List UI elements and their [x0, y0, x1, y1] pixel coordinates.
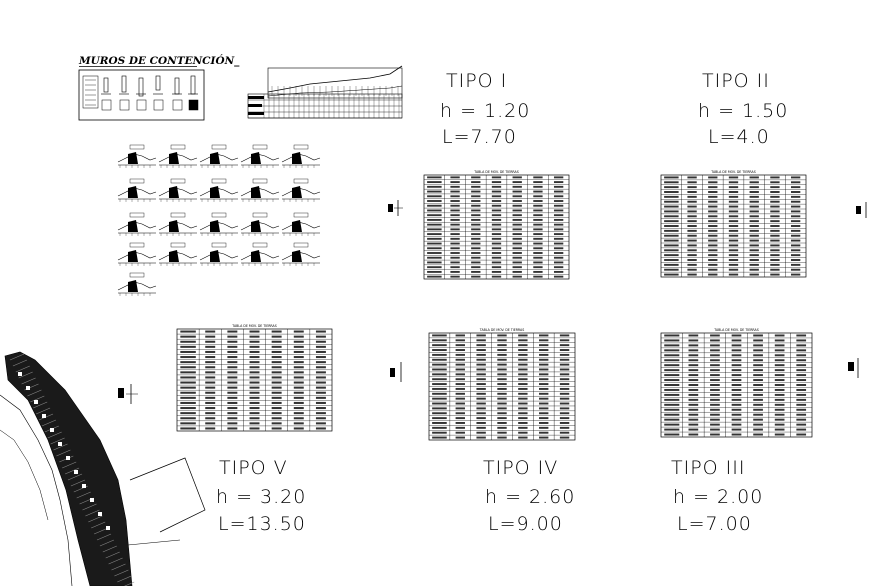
section-details-box [78, 69, 205, 121]
section-marker-4 [390, 362, 402, 382]
cross-section-thumbnail [240, 242, 280, 266]
tipo-iii-length: L=7.00 [677, 513, 752, 535]
cross-section-thumbnail [199, 242, 239, 266]
drawing-title: MUROS DE CONTENCIÓN_ [78, 53, 240, 68]
cross-section-thumbnail [199, 178, 239, 202]
earthwork-table-title: TABLA DE MOV. DE TIERRAS [710, 170, 755, 174]
tipo-v-length: L=13.50 [218, 513, 306, 535]
tipo-iv-label: TIPO IV h = 2.60 L=9.00 [483, 457, 575, 535]
earthwork-table: TABLA DE MOV. DE TIERRAS [428, 328, 576, 441]
earthwork-table-title: TABLA DE MOV. DE TIERRAS [231, 324, 276, 328]
tipo-v-name: TIPO V [219, 457, 288, 479]
section-marker-2 [856, 202, 867, 218]
cross-section-thumbnail [240, 212, 280, 236]
tipo-iv-length: L=9.00 [488, 513, 563, 535]
tipo-iii-label: TIPO III h = 2.00 L=7.00 [671, 457, 763, 535]
cross-section-thumbnail [199, 212, 239, 236]
tipo-v-label: TIPO V h = 3.20 L=13.50 [216, 457, 306, 535]
tipo-iv-height: h = 2.60 [485, 486, 575, 508]
tipo-ii-length: L=4.0 [708, 126, 770, 148]
earthwork-table-title: TABLA DE MOV. DE TIERRAS [473, 170, 518, 174]
cross-section-thumbnail [158, 212, 198, 236]
cross-section-thumbnail [281, 242, 321, 266]
tipo-v-height: h = 3.20 [216, 486, 306, 508]
cross-section-thumbnail [117, 144, 157, 168]
section-marker-3 [118, 384, 138, 404]
tipo-i-height: h = 1.20 [440, 100, 530, 122]
cross-section-thumbnail [240, 178, 280, 202]
cross-section-thumbnail [281, 212, 321, 236]
tipo-i-label: TIPO I h = 1.20 L=7.70 [440, 70, 530, 148]
tipo-i-name: TIPO I [446, 70, 507, 92]
earthwork-table: TABLA DE MOV. DE TIERRAS [660, 328, 813, 438]
earthwork-table: TABLA DE MOV. DE TIERRAS [423, 170, 570, 280]
tipo-iv-name: TIPO IV [483, 457, 558, 479]
tipo-i-length: L=7.70 [442, 126, 517, 148]
cross-section-thumbnail [158, 178, 198, 202]
section-marker-5 [848, 358, 859, 378]
earthwork-table: TABLA DE MOV. DE TIERRAS [660, 170, 807, 278]
earthwork-table-title: TABLA DE MOV. DE TIERRAS [479, 328, 524, 332]
cross-section-thumbnail [240, 144, 280, 168]
longitudinal-profile [247, 65, 403, 119]
cross-section-thumbnail [117, 178, 157, 202]
earthwork-tables: TABLA DE MOV. DE TIERRAS TABLA DE MOV. DE… [176, 170, 813, 441]
cross-section-thumbnail [281, 144, 321, 168]
site-plan [0, 351, 206, 586]
tipo-iii-name: TIPO III [671, 457, 745, 479]
cross-section-thumbnail [117, 212, 157, 236]
tipo-ii-name: TIPO II [702, 70, 770, 92]
earthwork-table-title: TABLA DE MOV. DE TIERRAS [713, 328, 758, 332]
cross-section-thumbnail [281, 178, 321, 202]
cross-section-thumbnail [199, 144, 239, 168]
tipo-ii-label: TIPO II h = 1.50 L=4.0 [698, 70, 788, 148]
section-marker-1 [388, 200, 403, 216]
cross-sections-grid [117, 144, 321, 296]
earthwork-table: TABLA DE MOV. DE TIERRAS [176, 324, 333, 432]
cross-section-thumbnail [117, 242, 157, 266]
cross-section-thumbnail [117, 272, 157, 296]
cross-section-thumbnail [158, 144, 198, 168]
tipo-iii-height: h = 2.00 [673, 486, 763, 508]
cross-section-thumbnail [158, 242, 198, 266]
tipo-ii-height: h = 1.50 [698, 100, 788, 122]
